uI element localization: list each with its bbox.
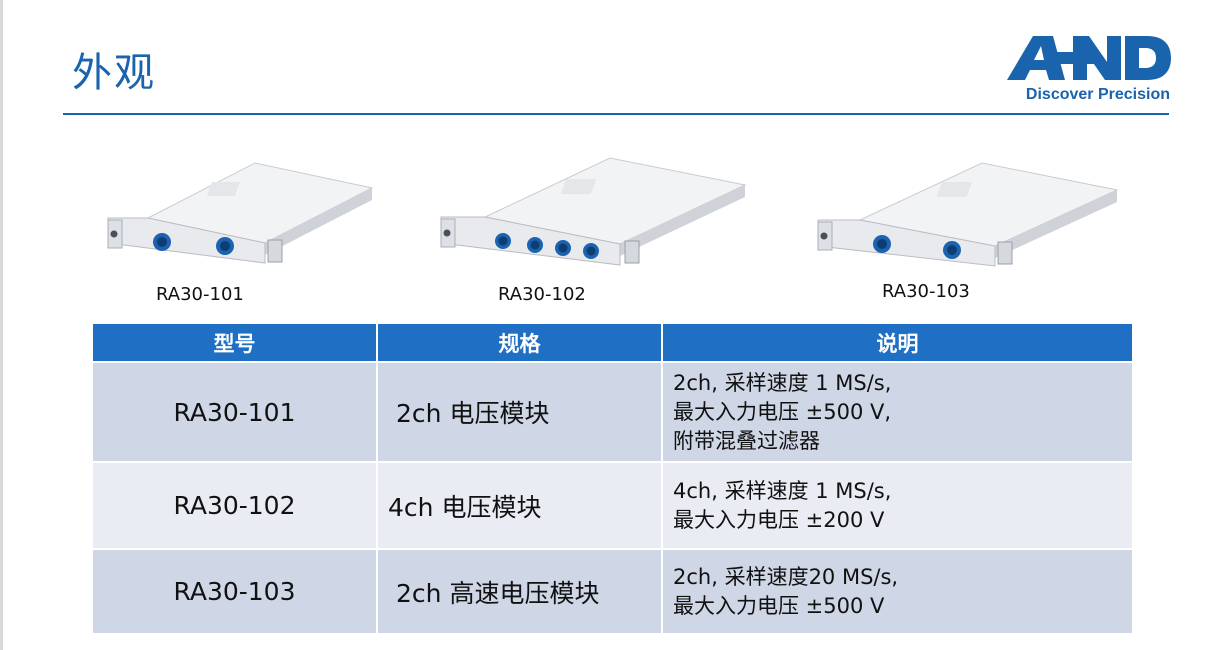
cell-notes: 2ch, 采样速度20 MS/s, 最大入力电压 ±500 V — [662, 548, 1132, 633]
note-line: 最大入力电压 ±500 V, — [673, 399, 892, 424]
product-image-ra30-101 — [100, 160, 390, 270]
note-line: 最大入力电压 ±200 V — [673, 507, 885, 532]
product-label: RA30-101 — [156, 284, 244, 305]
note-line: 附带混叠过滤器 — [673, 428, 820, 453]
note-line: 4ch, 采样速度 1 MS/s, — [673, 478, 892, 503]
product-image-ra30-102 — [435, 155, 755, 273]
product-label: RA30-103 — [882, 281, 970, 302]
table-row: RA30-102 4ch 电压模块 4ch, 采样速度 1 MS/s, 最大入力… — [93, 461, 1132, 549]
column-header-model: 型号 — [93, 324, 378, 362]
left-edge-rule — [0, 0, 3, 650]
cell-spec: 2ch 高速电压模块 — [377, 548, 663, 633]
note-line: 2ch, 采样速度20 MS/s, — [673, 564, 899, 589]
column-header-spec: 规格 — [377, 324, 663, 362]
title-divider — [63, 113, 1169, 115]
table-row: RA30-103 2ch 高速电压模块 2ch, 采样速度20 MS/s, 最大… — [93, 548, 1132, 633]
table-header-row: 型号 规格 说明 — [93, 324, 1132, 362]
brand-logo — [1007, 36, 1171, 80]
cell-notes: 2ch, 采样速度 1 MS/s, 最大入力电压 ±500 V, 附带混叠过滤器 — [662, 361, 1132, 462]
product-image-ra30-103 — [812, 160, 1130, 272]
table-row: RA30-101 2ch 电压模块 2ch, 采样速度 1 MS/s, 最大入力… — [93, 361, 1132, 462]
page-title: 外观 — [72, 50, 156, 96]
note-line: 2ch, 采样速度 1 MS/s, — [673, 370, 892, 395]
cell-spec: 4ch 电压模块 — [377, 461, 663, 549]
spec-table: 型号 规格 说明 RA30-101 2ch 电压模块 2ch, 采样速度 1 M… — [93, 324, 1132, 633]
product-label: RA30-102 — [498, 284, 586, 305]
logo-tagline: Discover Precision — [1025, 86, 1170, 103]
cell-model: RA30-101 — [93, 361, 378, 462]
cell-spec: 2ch 电压模块 — [377, 361, 663, 462]
cell-model: RA30-102 — [93, 461, 378, 549]
note-line: 最大入力电压 ±500 V — [673, 593, 885, 618]
cell-model: RA30-103 — [93, 548, 378, 633]
column-header-notes: 说明 — [662, 324, 1132, 362]
cell-notes: 4ch, 采样速度 1 MS/s, 最大入力电压 ±200 V — [662, 461, 1132, 549]
